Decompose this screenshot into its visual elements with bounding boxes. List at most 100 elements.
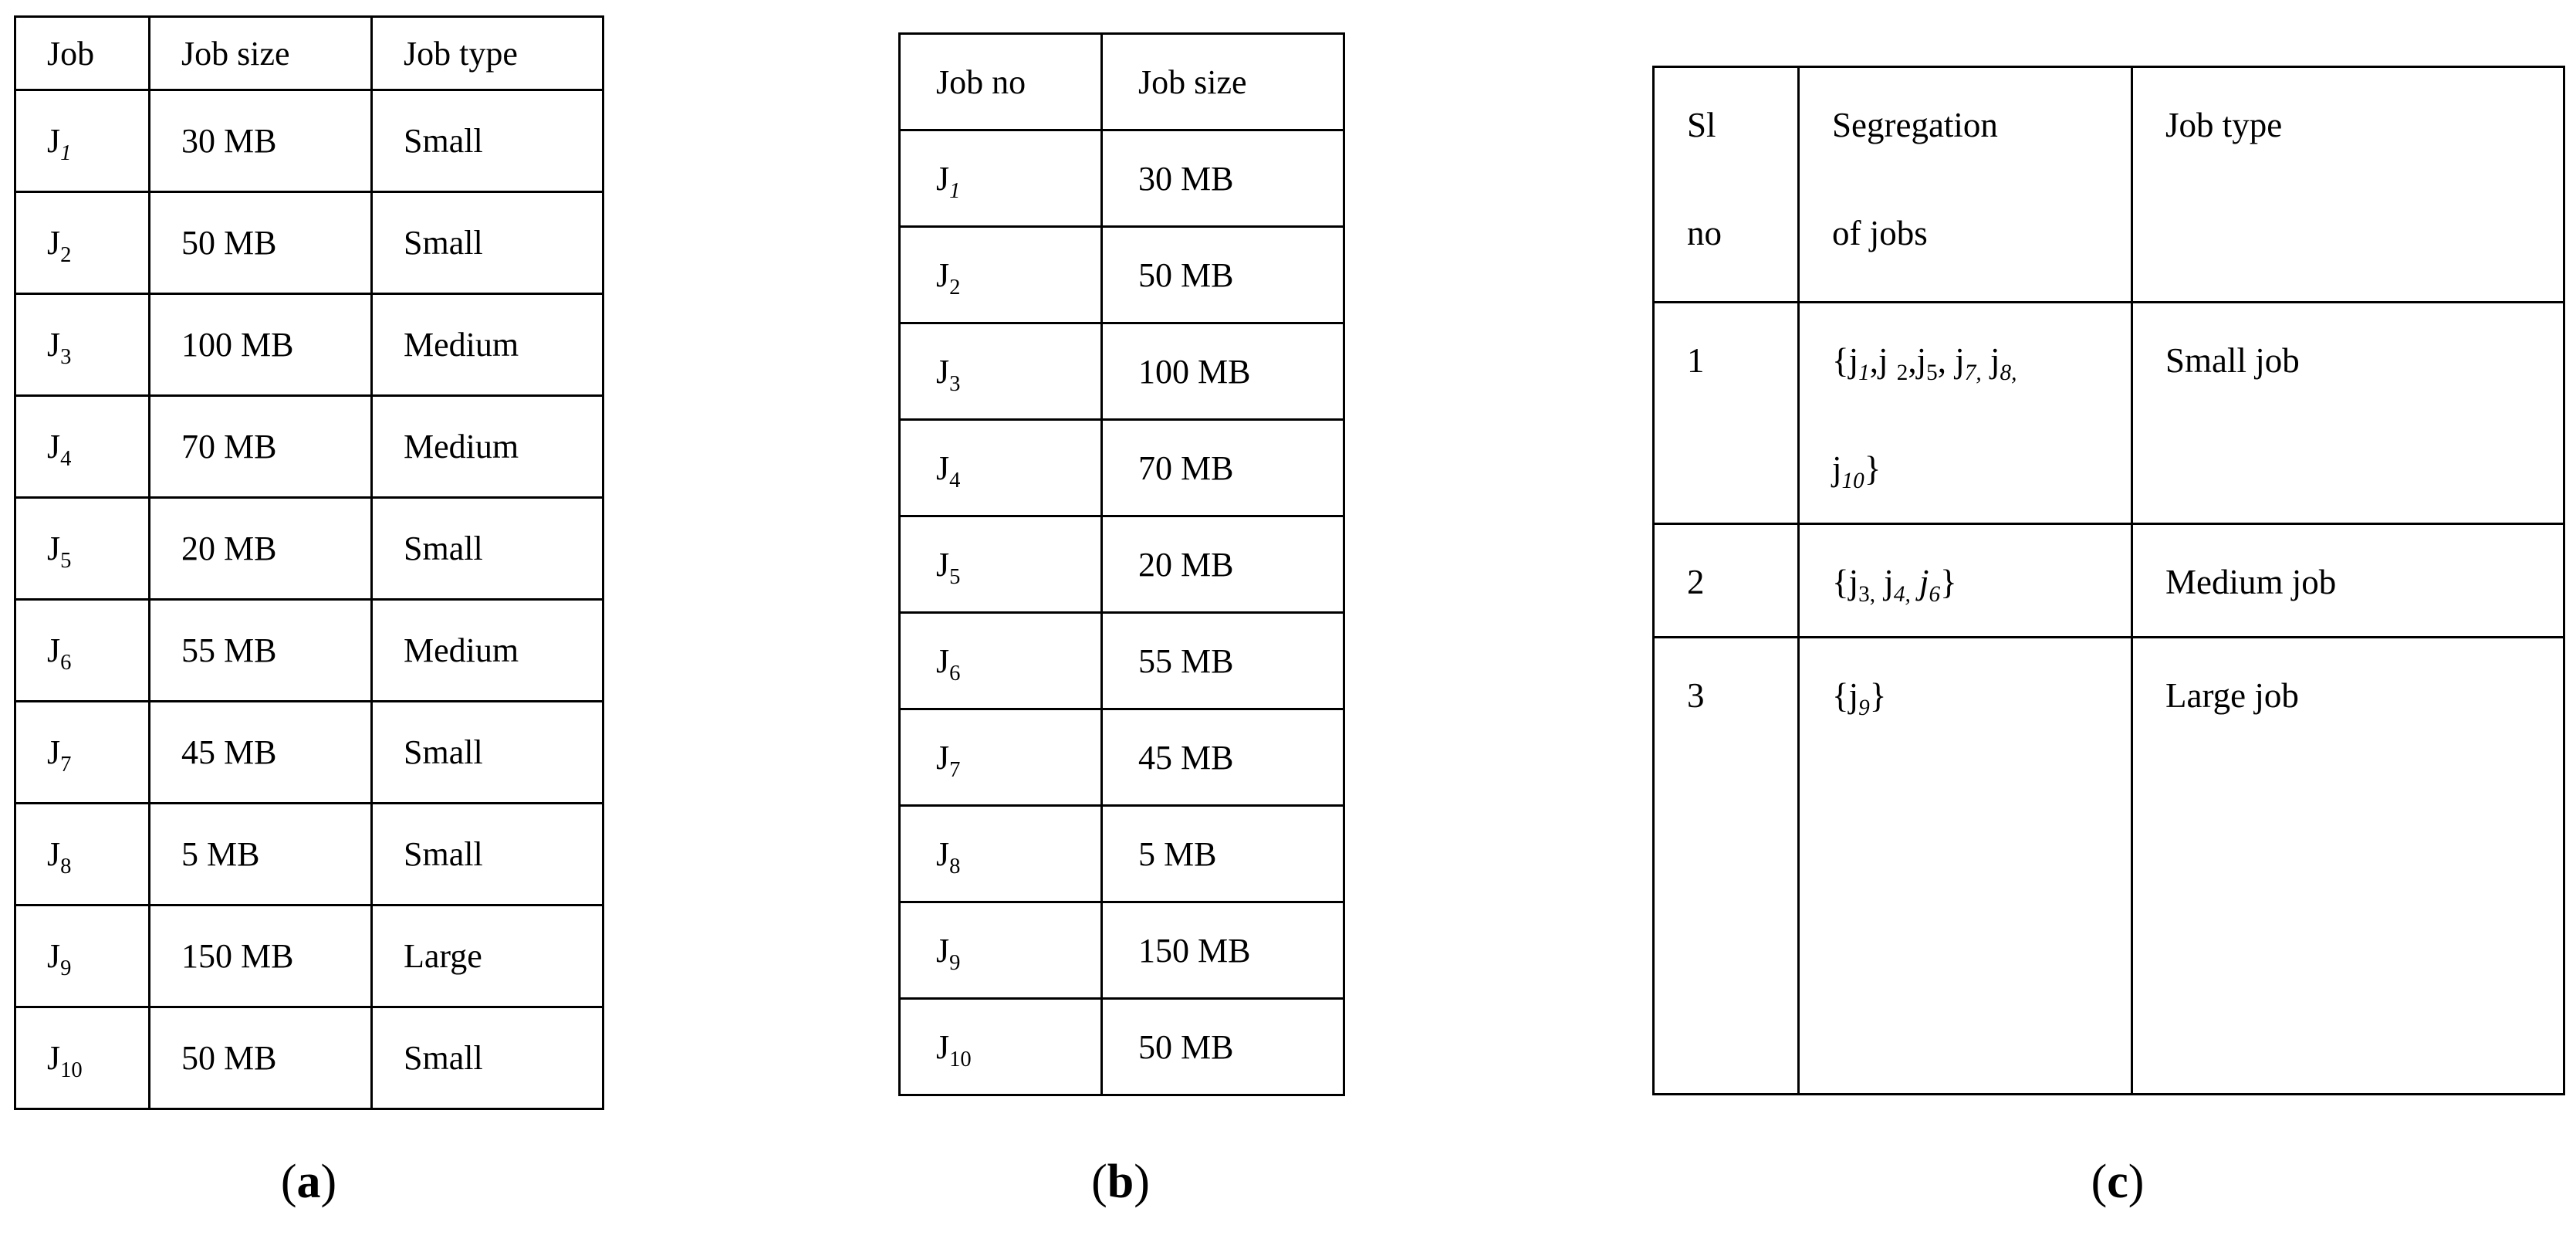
- subscript-text: 6: [1929, 582, 1941, 607]
- subscript-text: 3: [949, 371, 961, 396]
- cell-job: J5: [14, 496, 150, 601]
- cell-job: J10: [898, 997, 1103, 1096]
- cell-sl: 3: [1652, 636, 1800, 1095]
- subscript-text: 6: [60, 650, 72, 675]
- cell-job: J7: [14, 700, 150, 804]
- subscript-text: 1: [1858, 360, 1870, 385]
- cell-job: J7: [898, 708, 1103, 807]
- caption-close-paren: ): [1134, 1156, 1150, 1208]
- cell-type: Medium: [370, 598, 604, 702]
- caption-open-paren: (: [2091, 1156, 2108, 1208]
- cell-job: J3: [898, 322, 1103, 421]
- table-a-col-size: Job size: [148, 15, 373, 91]
- subscript-text: 4,: [1893, 582, 1911, 607]
- cell-job: J5: [898, 515, 1103, 614]
- cell-sl: 2: [1652, 523, 1800, 638]
- caption-close-paren: ): [2128, 1156, 2145, 1208]
- cell-job: J4: [14, 394, 150, 499]
- caption-open-paren: (: [1091, 1156, 1107, 1208]
- cell-job: J8: [14, 802, 150, 906]
- cell-size: 30 MB: [1100, 129, 1345, 228]
- cell-size: 55 MB: [148, 598, 373, 702]
- cell-size: 55 MB: [1100, 611, 1345, 710]
- table-a-col-type: Job type: [370, 15, 604, 91]
- table-b-caption: (b): [1091, 1155, 1150, 1210]
- cell-size: 150 MB: [1100, 901, 1345, 1000]
- table-row: 1{j1,j 2,j5, j7, j8,j10}Small job: [1652, 301, 2565, 525]
- subscript-text: 10: [1841, 469, 1864, 493]
- subscript-text: 2: [60, 242, 72, 267]
- segregation-set-line: j10}: [1832, 449, 1881, 493]
- caption-close-paren: ): [320, 1156, 337, 1208]
- table-a-caption: (a): [281, 1155, 336, 1210]
- subscript-text: 4: [949, 468, 961, 492]
- table-c: Sl no Segregation of jobs Job type 1{j1,…: [1652, 66, 2565, 1095]
- subscript-text: 7,: [1964, 360, 1982, 385]
- cell-job: J8: [898, 804, 1103, 903]
- cell-size: 30 MB: [148, 89, 373, 193]
- subscript-text: 8: [949, 854, 961, 878]
- cell-job: J2: [14, 191, 150, 295]
- cell-job: J9: [14, 904, 150, 1008]
- cell-size: 45 MB: [1100, 708, 1345, 807]
- subscript-text: 8,: [2000, 360, 2017, 385]
- cell-sl: 1: [1652, 301, 1800, 525]
- subscript-text: 1: [949, 178, 961, 203]
- subscript-text: 3: [60, 344, 72, 369]
- subscript-text: 7: [60, 752, 72, 777]
- segregation-set-line: {j1,j 2,j5, j7, j8,: [1832, 341, 2017, 385]
- cell-set-lines: {j9}: [1797, 636, 2133, 1095]
- subscript-text: 2: [1896, 360, 1908, 385]
- subscript-text: 3,: [1858, 582, 1876, 607]
- cell-size: 20 MB: [1100, 515, 1345, 614]
- cell-size: 50 MB: [148, 191, 373, 295]
- table-a-col-job: Job: [14, 15, 150, 91]
- cell-size: 70 MB: [148, 394, 373, 499]
- table-row: 2{j3, j4, j6}Medium job: [1652, 523, 2565, 638]
- table-c-header-row: Sl no Segregation of jobs Job type: [1652, 66, 2565, 303]
- cell-size: 50 MB: [148, 1006, 373, 1110]
- table-a-header-row: Job Job size Job type: [14, 15, 604, 91]
- cell-job: J3: [14, 293, 150, 397]
- cell-job: J6: [898, 611, 1103, 710]
- subscript-text: 8: [60, 854, 72, 878]
- subscript-text: 10: [60, 1058, 83, 1082]
- cell-type: Small: [370, 89, 604, 193]
- subscript-text: 2: [949, 275, 961, 300]
- table-b-col-size: Job size: [1100, 32, 1345, 131]
- table-b-header-row: Job no Job size: [898, 32, 1345, 131]
- caption-letter: c: [2107, 1156, 2128, 1208]
- subscript-text: 5: [1926, 360, 1938, 385]
- segregation-set-line: {j3, j4, j6}: [1832, 563, 1957, 607]
- subscript-text: 6: [949, 661, 961, 685]
- cell-type: Small: [370, 496, 604, 601]
- subscript-text: 4: [60, 446, 72, 471]
- cell-job: J1: [14, 89, 150, 193]
- subscript-text: 9: [60, 956, 72, 980]
- cell-size: 70 MB: [1100, 418, 1345, 517]
- cell-type: Medium: [370, 293, 604, 397]
- cell-type: Small: [370, 700, 604, 804]
